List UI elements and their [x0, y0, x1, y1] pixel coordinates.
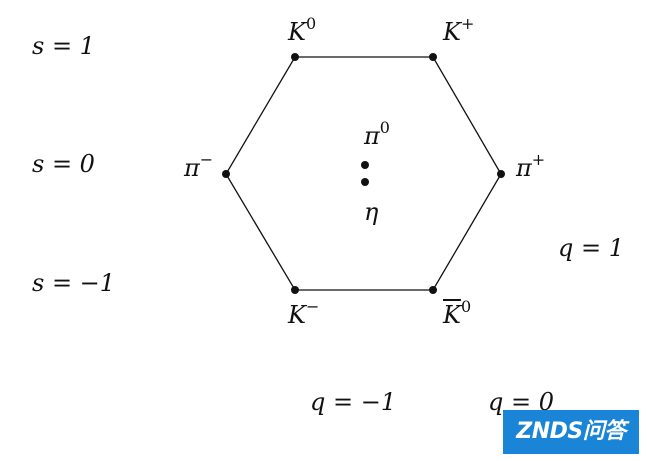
particle-label-piminus: π−	[184, 150, 214, 182]
particle-label-eta: η	[364, 198, 379, 226]
strangeness-label-plus1: s = 1	[32, 32, 95, 60]
particle-label-k0bar: K0	[443, 297, 472, 329]
particle-label-k0: K0	[288, 14, 317, 46]
particle-label-pi0: π0	[364, 118, 390, 150]
vertex-piminus	[222, 170, 230, 178]
vertex-piplus	[497, 170, 505, 178]
vertex-k0bar	[429, 286, 437, 294]
particle-label-kplus: K+	[443, 14, 475, 46]
vertex-k0	[291, 53, 299, 61]
center-dot-eta	[361, 178, 369, 186]
hexagon-outline	[225, 56, 502, 291]
vertex-kminus	[291, 286, 299, 294]
strangeness-label-minus1: s = −1	[32, 269, 116, 297]
particle-label-piplus: π+	[516, 150, 546, 182]
strangeness-label-0: s = 0	[32, 150, 95, 178]
znds-watermark-logo: ZNDS问答	[503, 410, 639, 454]
charge-label-minus1: q = −1	[310, 388, 397, 416]
charge-label-plus1: q = 1	[558, 234, 624, 262]
vertex-kplus	[429, 53, 437, 61]
center-dot-pi0	[361, 161, 369, 169]
particle-label-kminus: K−	[288, 297, 320, 329]
